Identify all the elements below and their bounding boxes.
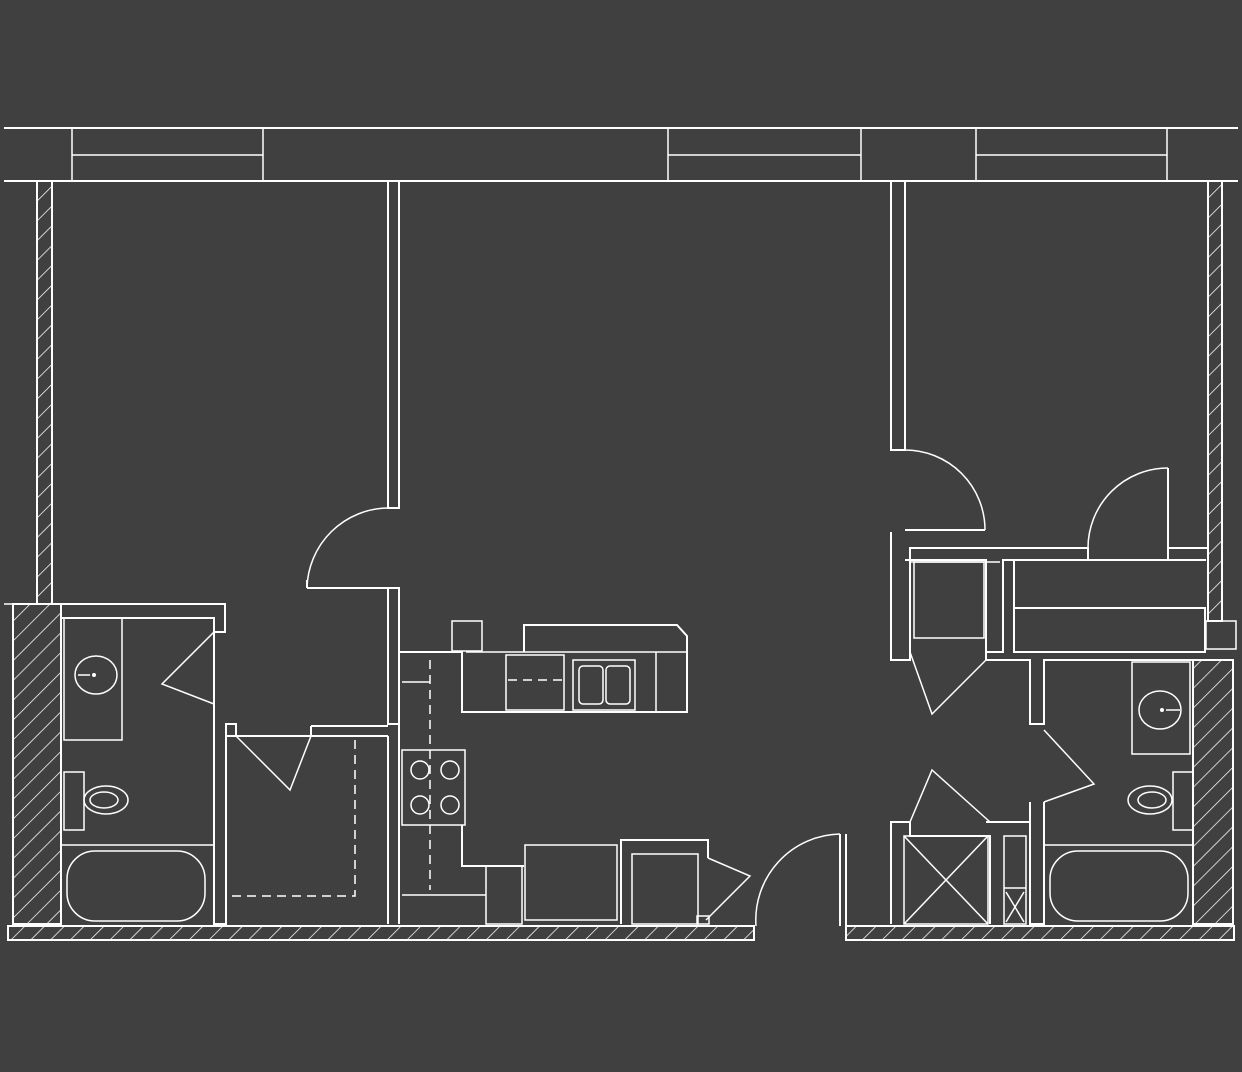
toilet-tank (63, 771, 85, 831)
dishwasher (505, 654, 565, 711)
water-heater-closet (631, 853, 699, 925)
left-bedroom-wall (306, 181, 400, 725)
sink-icon (572, 659, 636, 711)
right-hall-closet (890, 768, 1030, 925)
washer-dryer (913, 561, 985, 639)
right-bathroom (985, 652, 1194, 925)
toilet-icon (1127, 785, 1173, 815)
refrigerator (524, 844, 618, 921)
bathtub-icon (66, 850, 206, 922)
right-bedroom-wall (890, 181, 986, 531)
left-closet (226, 725, 389, 924)
bottom-exterior-wall (7, 925, 1235, 941)
top-facade (4, 127, 1238, 182)
kitchen-column (451, 620, 483, 652)
vanity (1131, 661, 1191, 755)
entry-door (755, 833, 847, 927)
sink-icon (1138, 690, 1182, 730)
vanity (63, 617, 123, 741)
left-bathroom (61, 603, 237, 925)
kitchen (398, 620, 752, 925)
range-stove (401, 749, 466, 826)
pantry (485, 865, 523, 925)
toilet-tank (1172, 771, 1194, 831)
right-closets (890, 467, 1208, 716)
toilet-icon (83, 785, 129, 815)
bathtub-icon (1049, 850, 1189, 922)
right-exterior-wall (1192, 180, 1237, 925)
left-exterior-wall (4, 180, 62, 925)
sink-icon (74, 655, 118, 695)
